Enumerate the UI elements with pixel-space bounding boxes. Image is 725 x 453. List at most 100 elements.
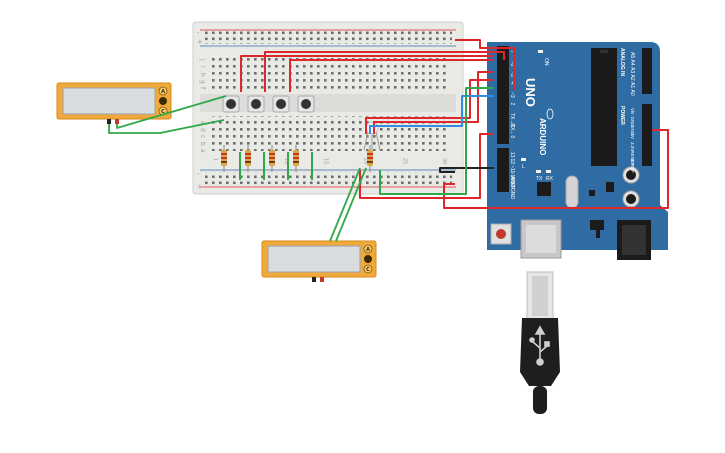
- pushbutton-icon[interactable]: [222, 95, 240, 113]
- analog-pin-A0: A0: [629, 90, 635, 96]
- gnd-label: GND: [509, 188, 515, 200]
- power-pin-3: 5V: [630, 134, 635, 140]
- digital-pin-2: ~11: [509, 165, 515, 173]
- analog-pin-A4: A4: [629, 60, 635, 66]
- resistors[interactable]: [221, 145, 373, 172]
- rail-plus-label: +: [197, 38, 203, 46]
- mm2-terminal-a: A: [366, 247, 370, 253]
- digital-pin-4: ~9: [509, 178, 515, 184]
- wire-red-button3[interactable]: [289, 59, 494, 92]
- resistor-2[interactable]: [245, 145, 251, 172]
- digital-pin-0: 13: [509, 152, 515, 158]
- wire-green-mm1-b[interactable]: [116, 95, 227, 129]
- ground-jumpers[interactable]: [239, 152, 313, 180]
- analog-pin-A1: A1: [629, 82, 635, 88]
- resistor-3[interactable]: [269, 145, 275, 172]
- wire-blue-led[interactable]: [369, 95, 494, 134]
- digital-pin-11: 2: [509, 103, 515, 106]
- row-letter-g: g: [199, 80, 206, 84]
- analog-in-label: ANALOG IN: [619, 48, 625, 76]
- row-letters-bottom: edc ba: [199, 121, 206, 153]
- pushbutton-4[interactable]: [297, 95, 315, 113]
- multimeter-1[interactable]: A V C: [56, 82, 172, 124]
- digital-pin-6: 7: [509, 50, 515, 53]
- power-pin-2: 3.3V: [630, 142, 635, 151]
- column-number-25: 25: [402, 158, 408, 164]
- power-pin-0: IOREF: [630, 159, 635, 173]
- analog-pin-A2: A2: [629, 75, 635, 81]
- wire-green-analog[interactable]: [379, 87, 494, 195]
- mm2-terminal-v: V: [366, 257, 370, 263]
- row-letter-c: c: [199, 135, 206, 138]
- aref-label: AREF: [509, 176, 515, 189]
- row-letter-f: f: [199, 87, 206, 90]
- pushbuttons[interactable]: [222, 95, 315, 113]
- digital-pin-5: 8: [509, 185, 515, 188]
- analog-pin-A5: A5: [629, 52, 635, 58]
- mm1-terminal-a: A: [161, 89, 165, 95]
- wire-red-power[interactable]: [443, 129, 669, 209]
- analog-pin-A3: A3: [629, 67, 635, 73]
- digital-pin-12: TX→1: [509, 113, 515, 127]
- column-number-15: 15: [323, 158, 329, 164]
- column-number-20: 20: [362, 158, 368, 164]
- digital-pin-9: 4: [509, 82, 515, 85]
- power-label: POWER: [619, 106, 625, 125]
- wire-green-mm2-b[interactable]: [335, 167, 367, 242]
- row-letter-d: d: [199, 128, 206, 132]
- digital-pin-8: ~5: [509, 71, 515, 77]
- rail-minus-label: -: [197, 29, 200, 37]
- row-letter-e: e: [199, 121, 206, 125]
- row-letter-i: i: [199, 66, 206, 68]
- row-letter-a: a: [199, 149, 206, 153]
- wires[interactable]: [108, 39, 669, 242]
- rail-plus-label-bottom: +: [197, 183, 203, 191]
- power-pin-1: RESET: [630, 151, 635, 166]
- multimeter-2[interactable]: A V C: [261, 240, 377, 282]
- power-pin-4: GND: [630, 125, 635, 136]
- pushbutton-3[interactable]: [272, 95, 290, 113]
- wire-red-button2[interactable]: [264, 51, 505, 92]
- uno-logo: UNO: [523, 78, 538, 107]
- wire-red-power-2[interactable]: [359, 133, 494, 199]
- wire-red-5v[interactable]: [455, 39, 515, 90]
- mm1-terminal-v: V: [161, 99, 165, 105]
- on-label: ON: [543, 58, 549, 66]
- digital-pin-1: 12: [509, 159, 515, 165]
- arduino-logo: ARDUINO: [538, 118, 547, 155]
- resistor-1[interactable]: [221, 145, 227, 172]
- rail-minus-label-bottom: -: [197, 170, 200, 178]
- digital-pin-7: ~6: [509, 61, 515, 67]
- row-letter-j: j: [199, 58, 206, 61]
- column-number-10: 10: [283, 158, 289, 164]
- usb-cable[interactable]: [520, 271, 560, 414]
- resistor-4[interactable]: [293, 145, 299, 172]
- mm2-terminal-c: C: [366, 267, 370, 273]
- row-letter-h: h: [199, 73, 206, 77]
- wire-red-button1[interactable]: [240, 55, 494, 92]
- power-pin-5: GND: [630, 117, 635, 128]
- wire-green-mm2-a[interactable]: [329, 167, 361, 242]
- row-letter-b: b: [199, 142, 206, 146]
- digital-pin-10: ~3: [509, 92, 515, 98]
- resistor-5[interactable]: [367, 145, 373, 172]
- wire-green-mm1-a[interactable]: [108, 119, 225, 134]
- usb-icon: [529, 325, 550, 366]
- digital-pin-13: RX←0: [509, 124, 515, 139]
- digital-pin-3: ~10: [509, 172, 515, 181]
- column-number-1: 1: [212, 158, 218, 161]
- power-pin-6: Vin: [630, 108, 635, 115]
- rx-label: RX: [546, 176, 554, 182]
- column-number-30: 30: [441, 158, 447, 164]
- pushbutton-2[interactable]: [247, 95, 265, 113]
- row-letters-top: j i hgf: [199, 58, 206, 90]
- l-label: L: [522, 164, 525, 170]
- mm1-terminal-c: C: [161, 109, 165, 115]
- tx-label: TX: [536, 176, 543, 182]
